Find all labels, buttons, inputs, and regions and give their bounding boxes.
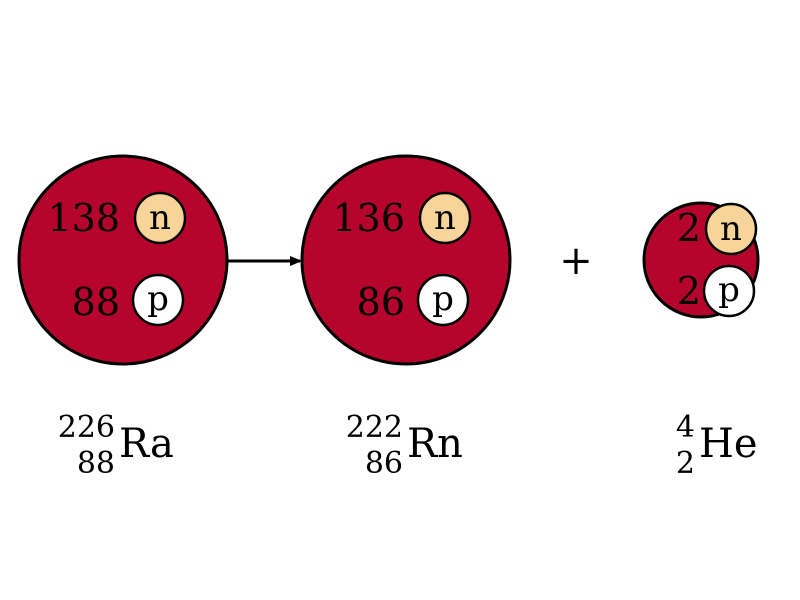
radium-mass-number: 226 — [58, 410, 115, 445]
radium-neutron-particle — [133, 191, 187, 245]
radon-proton-label: p — [432, 279, 454, 319]
helium-isotope-label: 4 2 He — [676, 410, 758, 481]
radium-symbol: Ra — [119, 421, 174, 467]
radon-neutron-count: 136 — [332, 196, 405, 240]
radon-nucleus-circle — [300, 154, 512, 366]
helium-atomic-number: 2 — [676, 446, 695, 481]
radon-neutron-particle — [418, 191, 472, 245]
helium-nucleus: 2 n 2 p — [642, 201, 760, 319]
helium-mass-number: 4 — [676, 410, 695, 445]
helium-neutron-particle — [704, 202, 758, 256]
radon-proton-count: 86 — [357, 280, 405, 324]
helium-proton-label: p — [718, 270, 740, 310]
radon-atomic-number: 86 — [365, 446, 403, 481]
radon-proton-particle — [416, 273, 470, 327]
radium-proton-particle — [131, 273, 185, 327]
radium-neutron-label: n — [149, 198, 171, 238]
radium-nucleus-circle — [17, 154, 229, 366]
radon-mass-number: 222 — [346, 410, 403, 445]
radon-nucleus: 136 n 86 p — [300, 154, 512, 366]
radium-atomic-number: 88 — [77, 446, 115, 481]
helium-proton-count: 2 — [677, 269, 701, 313]
radium-neutron-count: 138 — [47, 196, 120, 240]
plus-sign: + — [559, 238, 593, 284]
radon-symbol: Rn — [407, 421, 463, 467]
helium-proton-particle — [702, 264, 756, 318]
helium-symbol: He — [699, 421, 758, 467]
helium-neutron-count: 2 — [677, 206, 701, 250]
radium-proton-label: p — [147, 279, 169, 319]
radium-proton-count: 88 — [72, 280, 120, 324]
radium-isotope-label: 226 88 Ra — [58, 410, 174, 481]
radium-nucleus: 138 n 88 p — [17, 154, 229, 366]
radon-neutron-label: n — [434, 198, 456, 238]
helium-neutron-label: n — [720, 209, 742, 249]
radon-isotope-label: 222 86 Rn — [346, 410, 463, 481]
